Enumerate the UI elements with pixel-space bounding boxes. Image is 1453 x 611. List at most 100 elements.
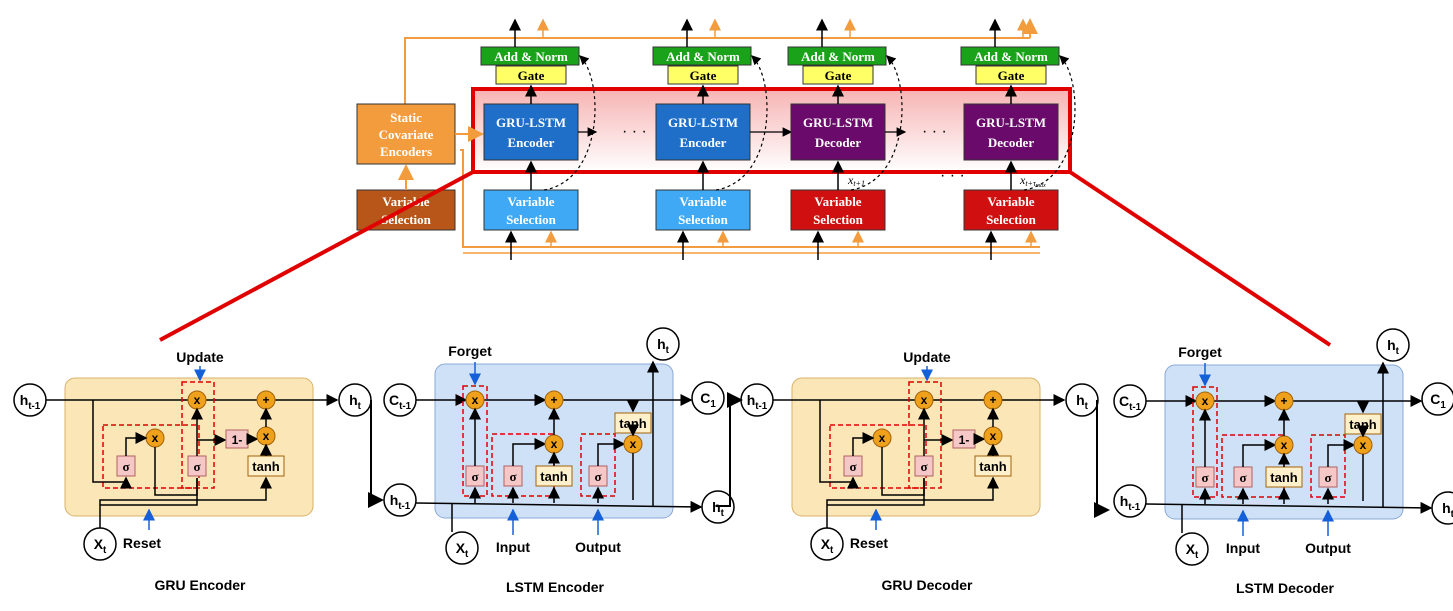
variable-selection-box <box>790 189 886 231</box>
state-label: Ct-1 <box>1119 393 1142 413</box>
gru-lstm-block <box>655 103 751 161</box>
var-sel-label: Selection <box>986 212 1037 227</box>
input-label: Input <box>496 539 531 555</box>
gate-box <box>802 65 874 85</box>
update-label: Update <box>903 349 951 365</box>
variable-selection-box <box>483 189 579 231</box>
cell-title: LSTM Encoder <box>506 579 605 595</box>
forget-label: Forget <box>1178 344 1222 360</box>
sigma-symbol: σ <box>193 459 200 474</box>
op-symbol: x <box>1360 438 1367 452</box>
state-label: Xt <box>94 536 107 556</box>
variable-selection-box <box>655 189 751 231</box>
state-label: ht-1 <box>20 392 41 412</box>
ellipsis-enc: · · · <box>622 123 647 140</box>
op-symbol: x <box>152 431 159 445</box>
op-symbol: x <box>1281 438 1288 452</box>
output-label: Output <box>1305 540 1351 556</box>
sigma-symbol: σ <box>1201 470 1208 485</box>
update-label: Update <box>176 349 224 365</box>
gate-group <box>829 424 927 489</box>
add-norm-box <box>652 46 752 66</box>
sigma-symbol: σ <box>920 459 927 474</box>
add-norm-box <box>960 46 1060 66</box>
gate-label: Gate <box>518 68 545 83</box>
static-covariate-label-2: Covariate <box>379 127 434 142</box>
state-label: ht-1 <box>390 492 411 512</box>
sigma-symbol: σ <box>122 459 129 474</box>
reset-label: Reset <box>123 535 161 551</box>
block-label-1: GRU-LSTM <box>668 115 738 130</box>
state-node <box>383 483 417 517</box>
output-label: Output <box>575 539 621 555</box>
sigma-symbol: σ <box>594 469 601 484</box>
block-label-1: GRU-LSTM <box>803 115 873 130</box>
tanh-label: tanh <box>619 416 647 431</box>
add-norm-box <box>787 46 887 66</box>
state-label: Xt <box>1186 541 1199 561</box>
state-label: ht <box>1442 500 1453 520</box>
block-label-2: Decoder <box>988 135 1034 150</box>
state-label: C1 <box>700 390 716 410</box>
cell-title: GRU Decoder <box>881 577 973 593</box>
op-symbol: x <box>630 437 637 451</box>
op-symbol: x <box>1202 394 1209 408</box>
add-norm-label: Add & Norm <box>666 49 740 64</box>
tanh-label: tanh <box>252 459 280 474</box>
one-minus-label: 1- <box>232 433 243 447</box>
gate-group <box>102 424 200 489</box>
var-sel-label: Variable <box>679 194 726 209</box>
gru-lstm-block <box>483 103 579 161</box>
state-label: ht <box>657 336 670 356</box>
gate-box <box>975 65 1047 85</box>
block-label-2: Decoder <box>815 135 861 150</box>
state-node <box>445 531 479 565</box>
var-sel-label: Variable <box>382 194 429 209</box>
var-sel-label: Selection <box>678 212 729 227</box>
gate-label: Gate <box>690 68 717 83</box>
cell-title: GRU Encoder <box>154 577 246 593</box>
op-symbol: x <box>194 393 201 407</box>
state-label: ht <box>1076 392 1089 412</box>
block-label-1: GRU-LSTM <box>496 115 566 130</box>
gate-box <box>495 65 567 85</box>
tanh-label: tanh <box>1270 470 1298 485</box>
block-label-1: GRU-LSTM <box>976 115 1046 130</box>
state-node <box>646 327 680 361</box>
state-node <box>1175 532 1209 566</box>
state-label: Xt <box>456 540 469 560</box>
tanh-label: tanh <box>540 469 568 484</box>
static-covariate-label-3: Encoders <box>380 144 432 159</box>
variable-selection-box <box>963 189 1059 231</box>
zoom-line-right <box>1068 170 1332 347</box>
sigma-symbol: σ <box>1324 470 1331 485</box>
tanh-label: tanh <box>1349 417 1377 432</box>
gru-lstm-block <box>963 103 1059 161</box>
state-label: Xt <box>821 536 834 556</box>
op-symbol: x <box>551 437 558 451</box>
zoom-line-left <box>159 170 474 342</box>
forget-label: Forget <box>448 343 492 359</box>
op-symbol: x <box>921 393 928 407</box>
add-norm-label: Add & Norm <box>974 49 1048 64</box>
state-label: ht-1 <box>1120 493 1141 513</box>
gate-group <box>908 381 942 489</box>
gate-label: Gate <box>825 68 852 83</box>
one-minus-label: 1- <box>959 433 970 447</box>
state-node <box>1376 328 1410 362</box>
op-symbol: + <box>1280 394 1287 408</box>
sigma-symbol: σ <box>849 459 856 474</box>
input-label: Input <box>1226 540 1261 556</box>
add-norm-label: Add & Norm <box>494 49 568 64</box>
gate-box <box>667 65 739 85</box>
sigma-symbol: σ <box>471 469 478 484</box>
var-sel-label: Variable <box>814 194 861 209</box>
cell-title: LSTM Decoder <box>1236 580 1335 596</box>
op-symbol: + <box>262 393 269 407</box>
sigma-symbol: σ <box>509 469 516 484</box>
state-label: Ct-1 <box>389 392 412 412</box>
